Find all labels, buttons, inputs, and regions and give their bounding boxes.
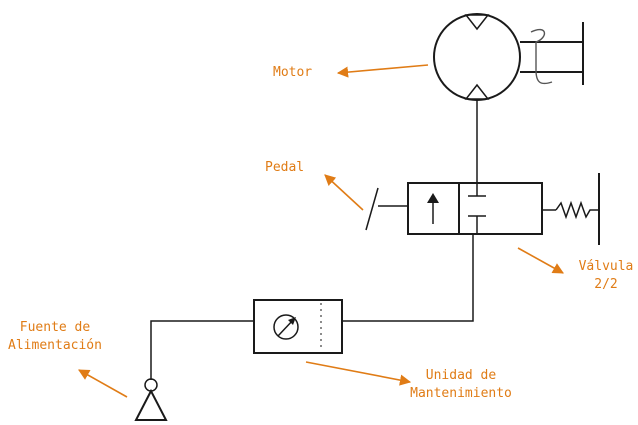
arrow-motor <box>336 64 429 78</box>
pipe-valve-to-unit <box>342 234 474 322</box>
pressure-gauge-circle <box>273 314 299 340</box>
pedal-label: Pedal <box>265 160 305 175</box>
motor-circle <box>433 13 521 101</box>
pipe-unit-to-source <box>150 320 254 380</box>
source-label-line2: Alimentación <box>8 338 102 353</box>
pressure-source-symbol <box>134 378 168 421</box>
pressure-gauge-needle-tip <box>288 317 296 325</box>
source-label-line1: Fuente de <box>19 320 91 335</box>
arrow-source <box>78 369 128 398</box>
pressure-source-triangle <box>134 388 168 421</box>
maintenance-unit-label-line2: Mantenimiento <box>410 386 512 401</box>
valve-2-2-symbol <box>365 173 600 245</box>
valve-label-line2: 2/2 <box>594 277 618 292</box>
motor-rotation-mark <box>530 28 553 85</box>
valve-body <box>407 182 543 235</box>
pedal-actuator-lever <box>365 187 379 231</box>
annotation-arrows <box>78 64 564 398</box>
arrow-unit <box>305 361 412 386</box>
arrow-valve <box>517 247 564 274</box>
valve-label-line1: Válvula <box>578 259 634 274</box>
valve-flow-arrow-head <box>427 193 439 203</box>
maintenance-unit-label: Unidad de Mantenimiento <box>402 367 520 403</box>
motor-symbol <box>433 13 584 101</box>
source-label: Fuente de Alimentación <box>2 319 108 355</box>
motor-label: Motor <box>273 65 313 80</box>
arrow-pedal <box>324 174 364 211</box>
valve-label: Válvula 2/2 <box>572 258 638 294</box>
spring-zigzag <box>555 200 598 220</box>
maintenance-unit-symbol <box>253 299 343 354</box>
pipe-network <box>150 100 478 380</box>
maintenance-unit-label-line1: Unidad de <box>425 368 497 383</box>
motor-bottom-triangle <box>464 83 490 100</box>
motor-top-triangle <box>464 14 490 31</box>
maintenance-unit-body <box>253 299 343 354</box>
